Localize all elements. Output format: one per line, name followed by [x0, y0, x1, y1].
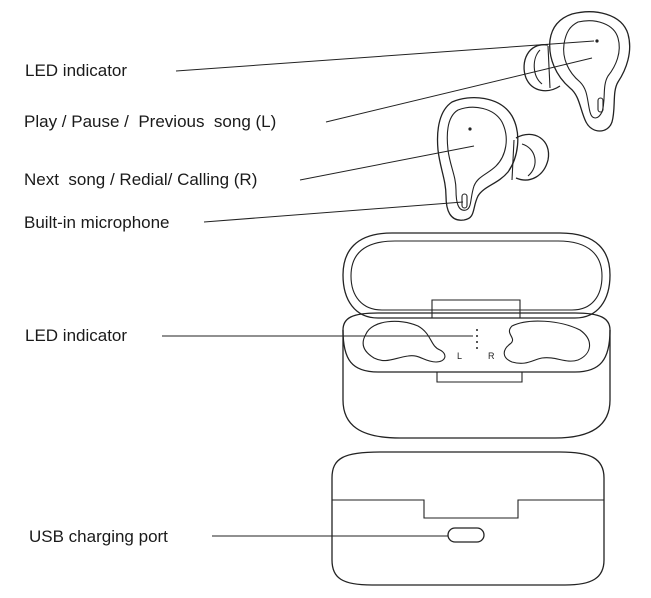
label-next-song: Next song / Redial/ Calling (R)	[24, 170, 258, 189]
case-mark-right: R	[488, 351, 495, 361]
leader-play-pause	[325, 57, 593, 123]
usb-port	[447, 527, 485, 543]
left-earbud	[523, 11, 631, 132]
label-usb-charging-port: USB charging port	[29, 527, 168, 546]
label-built-in-microphone: Built-in microphone	[24, 213, 170, 232]
right-earbud	[436, 96, 550, 221]
label-play-pause: Play / Pause / Previous song (L)	[24, 112, 277, 131]
leader-led-top	[175, 40, 595, 72]
label-led-indicator-case: LED indicator	[25, 326, 128, 345]
led-dot-left	[595, 39, 599, 43]
label-led-indicator-top: LED indicator	[25, 61, 128, 80]
case-bottom	[331, 451, 605, 586]
case-mark-left: L	[457, 351, 462, 361]
case-base-open: L R	[342, 312, 611, 439]
mic-slot-right	[461, 193, 468, 209]
case-lid	[342, 232, 611, 319]
mic-slot-left	[597, 97, 604, 113]
leader-microphone	[203, 201, 464, 223]
leader-next-song	[299, 145, 475, 181]
led-dot-right	[468, 127, 472, 131]
